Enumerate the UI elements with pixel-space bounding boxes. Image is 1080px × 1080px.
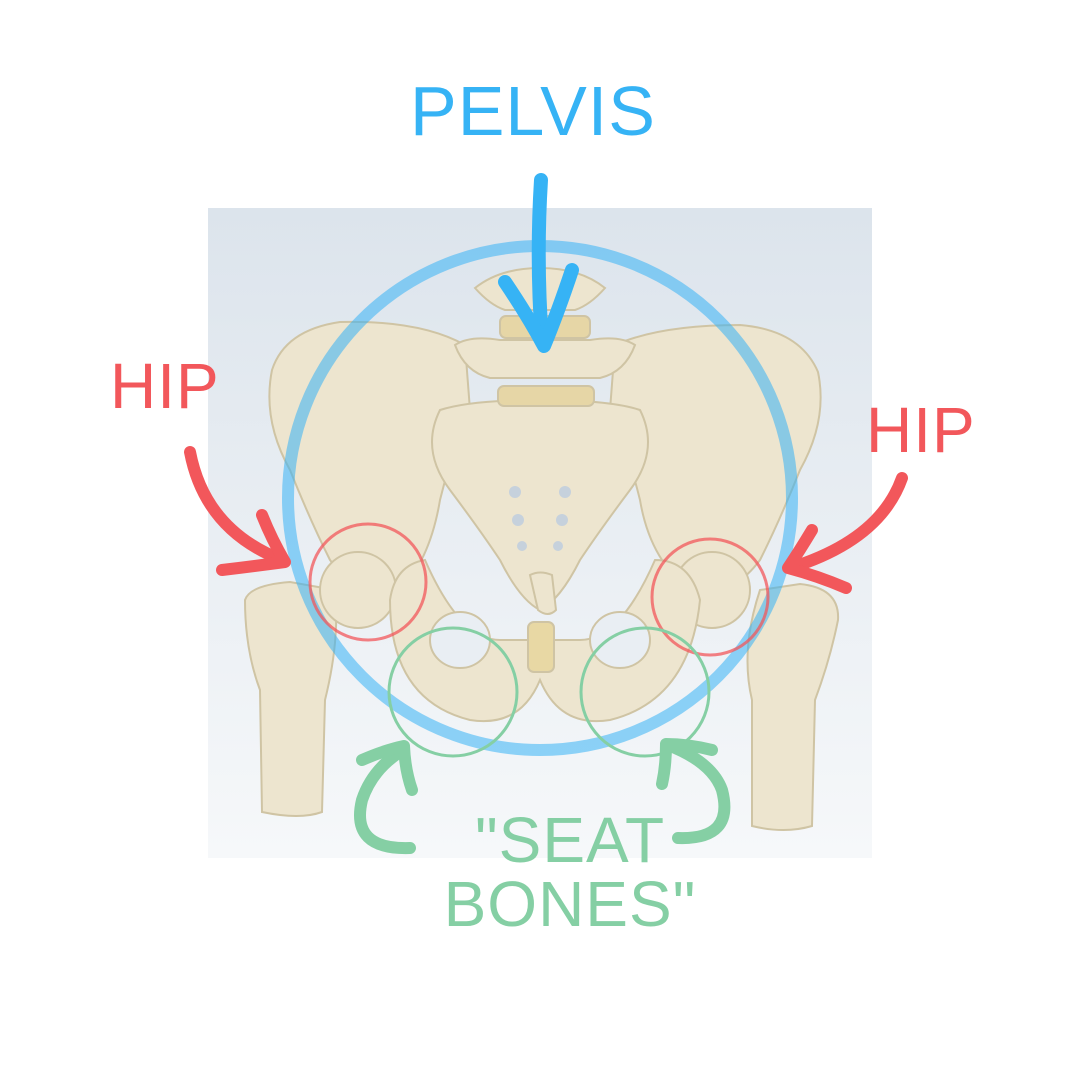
pubic-symphysis	[527, 621, 555, 673]
coccyx	[528, 571, 558, 615]
seat-circle-right	[579, 626, 711, 758]
right-femur	[746, 582, 840, 831]
hip-circle-right	[650, 537, 770, 657]
left-iliac-wing	[268, 320, 472, 593]
left-femoral-head	[319, 551, 397, 629]
hip-circle-left	[308, 522, 428, 642]
hip-label-right: HIP	[866, 394, 976, 466]
curved-arrow-icon	[184, 446, 291, 576]
curved-arrow-icon	[656, 738, 731, 845]
lumbar-vertebra-l5	[453, 337, 637, 379]
seat-bones-label-line2: BONES"	[443, 868, 697, 940]
left-obturator	[429, 611, 491, 669]
pelvis-label: PELVIS	[410, 72, 656, 150]
pelvis-bone-model	[243, 266, 840, 831]
left-femur	[243, 580, 338, 817]
curved-arrow-icon	[782, 472, 908, 594]
curved-arrow-icon	[354, 740, 418, 855]
seat-bones-label: "SEAT BONES"	[420, 808, 720, 936]
hip-label-left: HIP	[110, 350, 220, 422]
sacral-foramina	[509, 486, 571, 551]
down-arrow-icon	[498, 173, 579, 353]
right-obturator	[589, 611, 651, 669]
lumbar-disc-2	[497, 385, 595, 407]
seat-bones-label-line1: "SEAT	[474, 804, 666, 876]
seat-circle-left	[387, 626, 519, 758]
